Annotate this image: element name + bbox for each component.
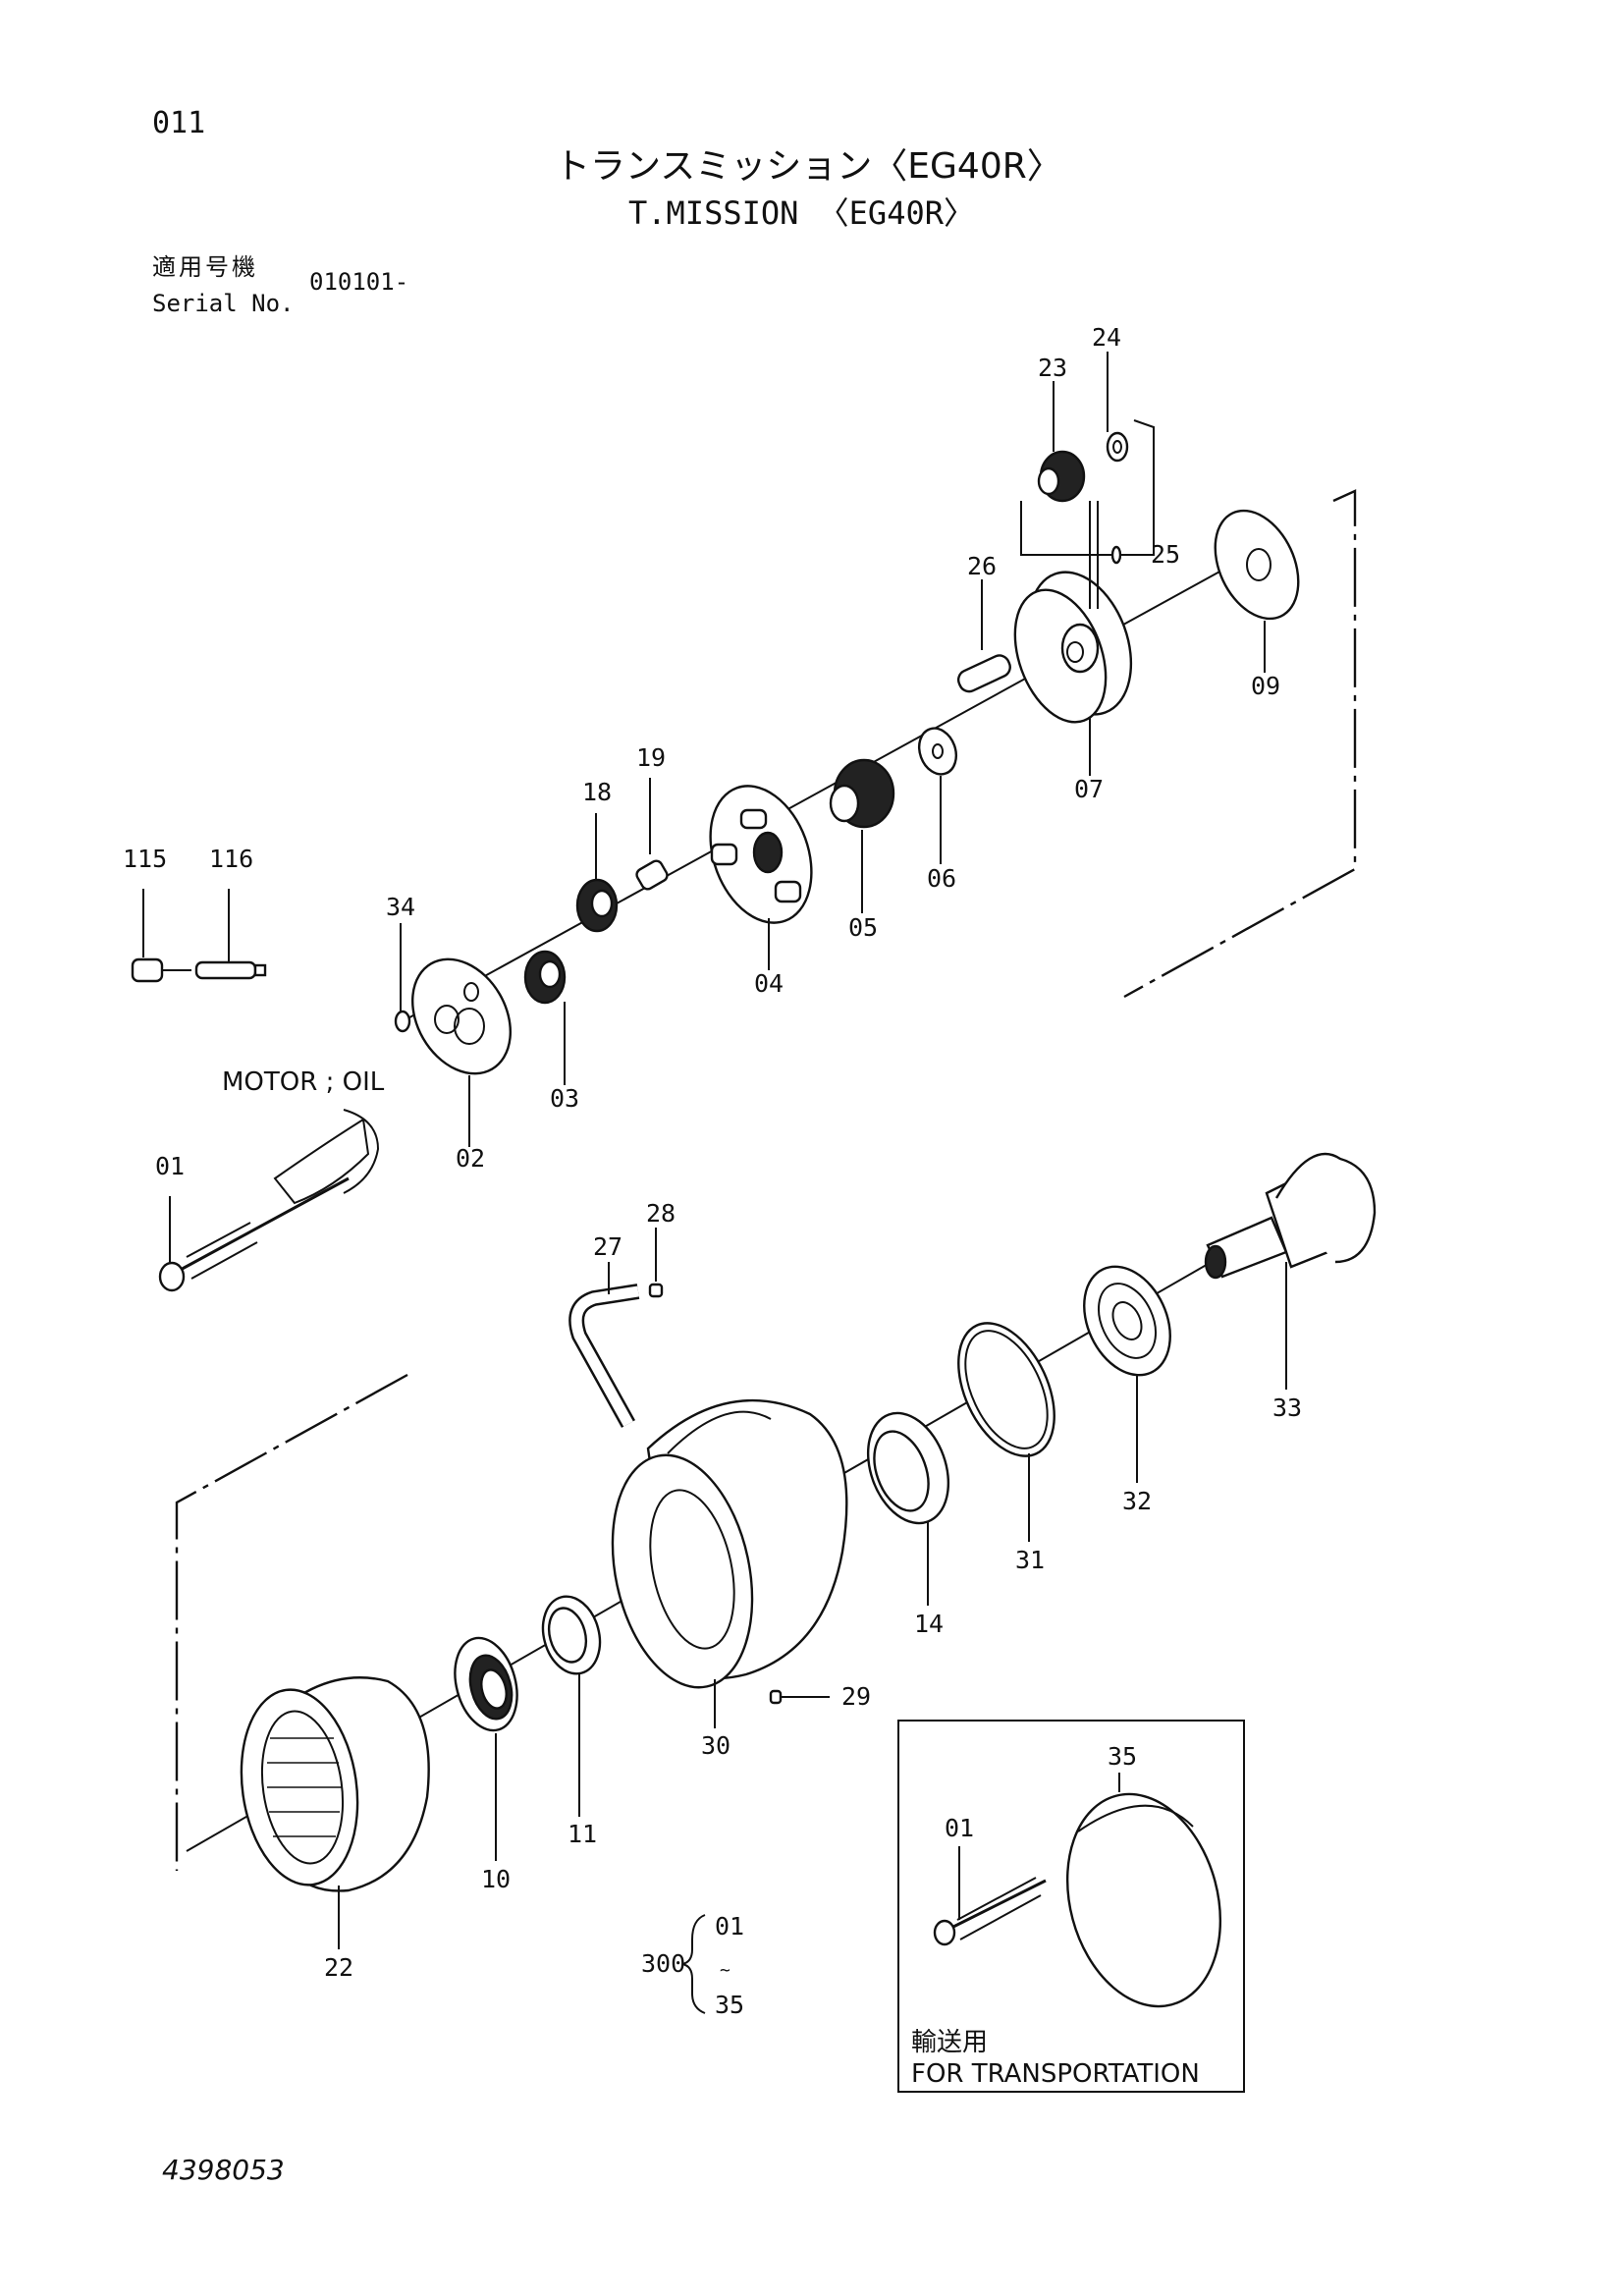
carrier-04 [709,785,813,924]
plate-09 [1214,509,1300,621]
drawing-number: 4398053 [162,2154,285,2186]
plug-28 [648,1283,664,1298]
label-18: 18 [582,778,612,806]
upper-assembly-frame [1123,489,1357,999]
assembly-brace [681,1914,706,2014]
serial-label-english: Serial No. [152,290,295,317]
label-10: 10 [481,1865,511,1893]
serial-label-japanese: 適用号機 [152,253,258,281]
label-01: 01 [155,1152,185,1180]
label-09: 09 [1251,672,1280,700]
needle-bearing-19 [635,859,669,891]
seal-32 [1083,1265,1171,1377]
o-ring-31 [957,1322,1055,1457]
label-33: 33 [1272,1394,1302,1422]
label-07: 07 [1074,775,1104,803]
ring-gear-22 [240,1676,430,1892]
cover-35 [1065,1792,1222,2008]
label-11: 11 [568,1820,597,1848]
label-115: 115 [123,845,167,873]
title-english: T.MISSION 〈EG40R〉 [628,194,975,232]
serial-value: 010101- [309,268,409,296]
label-25: 25 [1151,540,1180,569]
label-116: 116 [209,845,253,873]
label-04: 04 [754,969,784,998]
label-03: 03 [550,1084,579,1113]
pin-26 [956,654,1011,693]
label-14: 14 [914,1610,944,1638]
label-19: 19 [636,743,666,772]
assembly-range-to: 35 [715,1991,744,2019]
pin-116 [194,960,267,980]
ring-34 [394,1010,411,1033]
transport-note-english: FOR TRANSPORTATION [911,2059,1200,2089]
gear-05 [829,758,895,829]
transport-note-japanese: 輸送用 [911,2028,988,2057]
gear-18 [575,878,619,933]
motor-oil-note: MOTOR ; OIL [222,1067,385,1097]
label-30: 30 [701,1731,730,1760]
carrier-07 [1013,571,1133,724]
label-35: 35 [1108,1742,1137,1771]
label-26: 26 [967,552,997,580]
assembly-range-mark: ~ [720,1960,730,1981]
bracket-23-24 [1020,419,1155,556]
bearing-14 [866,1411,950,1525]
screw-115 [131,957,191,983]
seal-11 [541,1595,602,1675]
label-24: 24 [1092,323,1121,352]
leader-lines [142,352,1287,1949]
assembly-range-from: 01 [715,1912,744,1941]
label-06: 06 [927,864,956,893]
title-japanese: トランスミッション〈EG40R〉 [555,146,1062,187]
label-05: 05 [848,913,878,942]
washer-24 [1106,431,1129,463]
lower-assembly-frame [175,1373,408,1871]
label-22: 22 [324,1953,353,1982]
label-23: 23 [1038,354,1067,382]
label-34: 34 [386,893,415,921]
gear-03 [523,950,567,1005]
shaft-33 [1204,1152,1377,1280]
label-01-transport: 01 [945,1814,974,1842]
label-29: 29 [841,1682,871,1711]
label-32: 32 [1122,1487,1152,1515]
assembly-number: 300 [641,1949,685,1978]
transport-box [897,1720,1245,2093]
pin-25 [1110,545,1122,565]
bolt-01-transport [933,1877,1047,1946]
bolt-01 [158,1109,380,1292]
label-02: 02 [456,1144,485,1173]
plate-02 [411,957,512,1075]
label-31: 31 [1015,1546,1045,1574]
page-number: 011 [152,106,206,140]
gear-23 [1037,450,1086,503]
label-27: 27 [593,1232,622,1261]
housing-30 [611,1398,848,1689]
bearing-10 [454,1636,518,1732]
washer-06 [917,727,958,776]
rod-27 [568,1284,640,1428]
plug-29 [769,1689,783,1705]
label-28: 28 [646,1199,676,1228]
